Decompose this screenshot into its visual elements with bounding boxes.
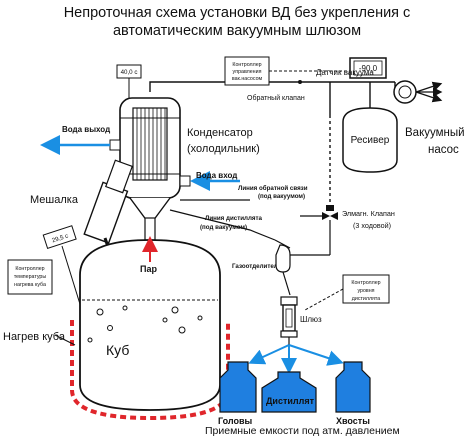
title-line-2: автоматическим вакуумным шлюзом [113, 23, 361, 39]
vacuum-line [149, 81, 396, 205]
gas-separator: Газоотделитель [232, 244, 330, 296]
kettle-controller-line1: Контроллер [15, 266, 44, 272]
level-controller-line2: уровня [357, 288, 374, 294]
condenser-label1: Конденсатор [187, 127, 253, 139]
kettle-temp-readout: 29,5 с [51, 233, 69, 245]
controller-vac-line1: Контроллер [232, 62, 261, 68]
lock-label: Шлюз [300, 315, 322, 324]
receiving-tanks-label: Приемные емкости под атм. давлением [205, 425, 400, 436]
level-controller-line1: Контроллер [351, 280, 380, 286]
check-valve-label: Обратный клапан [247, 94, 305, 102]
vacuum-pump-label2: насос [428, 144, 459, 156]
distillate-line-label1: Линия дистиллята [205, 215, 263, 222]
distribution-arrows [248, 344, 344, 374]
condenser-temp-readout: 40,0 с [121, 69, 138, 76]
vacuum-pump: Вакуумный насос [393, 80, 465, 156]
vacuum-gauge: -90,0 Датчик вакуума [316, 57, 387, 79]
kettle-heating-label: Нагрев куба [3, 331, 66, 343]
tank-distillate: Дистиллят [261, 371, 317, 413]
water-in-arrow: Вода вход [190, 171, 240, 191]
distillate-line-label2: (под вакуумом) [200, 224, 247, 231]
tank-heads: Головы [218, 361, 257, 426]
vacuum-pump-controller: Контроллер управления вак.насосом [224, 56, 350, 86]
level-controller: Контроллер уровня дистиллята [304, 274, 390, 311]
vacuum-pump-label1: Вакуумный [405, 127, 465, 139]
return-line-label1: Линия обратной связи [238, 185, 308, 192]
vacuum-sensor-label: Датчик вакуума [316, 68, 374, 77]
kettle-label: Куб [106, 342, 129, 358]
kettle: Куб [79, 239, 221, 411]
tank-tails: Хвосты [335, 361, 371, 426]
controller-vac-line2: управления [233, 69, 262, 75]
vacuum-readout: -90,0 [359, 64, 378, 73]
water-in-label: Вода вход [196, 171, 237, 180]
kettle-thermometer: 29,5 с Контроллер температуры нагрева ку… [7, 225, 89, 331]
lock: Шлюз [280, 296, 322, 345]
tails-label: Хвосты [336, 416, 370, 426]
gas-separator-label: Газоотделитель [232, 263, 282, 270]
kettle-controller-line3: нагрева куба [14, 282, 46, 288]
level-controller-line3: дистиллята [352, 296, 380, 302]
condenser: Конденсатор (холодильник) [109, 97, 260, 241]
solenoid-label1: Элмагн. Клапан [342, 209, 395, 218]
controller-vac-line3: вак.насосом [232, 76, 263, 82]
title-line-1: Непроточная схема установки ВД без укреп… [64, 5, 411, 21]
heads-label: Головы [218, 416, 253, 426]
mixer-label: Мешалка [30, 194, 79, 206]
receiver: Ресивер [342, 107, 398, 173]
distillate-label: Дистиллят [266, 396, 315, 406]
solenoid-valve: Элмагн. Клапан (3 ходовой) [300, 205, 395, 255]
return-line-label2: (под вакуумом) [258, 193, 305, 200]
water-out-arrow: Вода выход [40, 125, 110, 155]
receiver-label: Ресивер [351, 135, 390, 146]
condenser-thermometer: 40,0 с [116, 64, 142, 100]
vapor-label: Пар [140, 264, 157, 274]
condenser-label2: (холодильник) [187, 143, 260, 155]
water-out-label: Вода выход [62, 125, 110, 134]
kettle-controller-line2: температуры [14, 274, 47, 280]
solenoid-label2: (3 ходовой) [353, 221, 391, 230]
kettle-heater [70, 320, 230, 421]
